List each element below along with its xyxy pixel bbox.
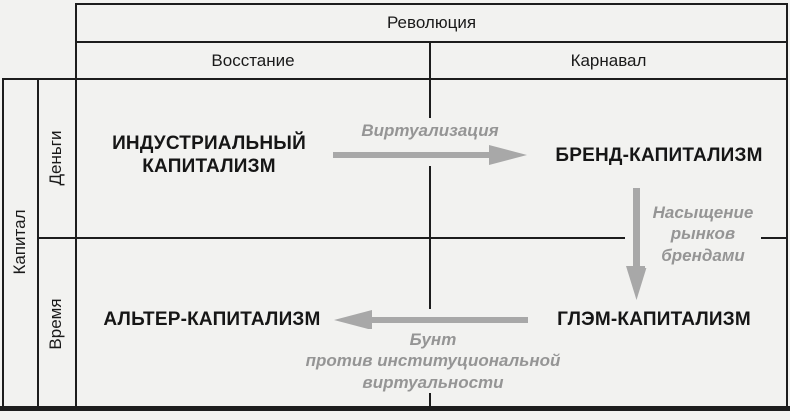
- arrow-left-icon: [332, 309, 528, 331]
- top-axis-col-right: Карнавал: [570, 50, 647, 70]
- center-vertical-divider: [429, 41, 431, 408]
- sidebar-left-border: [2, 78, 4, 408]
- left-axis-row-bottom: Время: [46, 298, 65, 350]
- header-top-border: [75, 3, 788, 5]
- header-bottom-border: [2, 78, 788, 80]
- sidebar-inner-divider: [37, 78, 39, 408]
- quadrant-brand-capitalism: БРЕНД-КАПИТАЛИЗМ: [555, 144, 763, 166]
- top-axis-col-left: Восстание: [211, 50, 295, 70]
- header-divider: [75, 41, 788, 43]
- main-left-border: [75, 3, 77, 408]
- right-border: [786, 3, 788, 408]
- quadrant-alter-capitalism: АЛЬТЕР-КАПИТАЛИЗМ: [103, 308, 321, 330]
- quadrant-industrial-capitalism: ИНДУСТРИАЛЬНЫЙ КАПИТАЛИЗМ: [112, 133, 306, 177]
- virtualization-label: Виртуализация: [339, 118, 521, 144]
- left-axis-title: Капитал: [10, 209, 29, 275]
- left-axis-row-top: Деньги: [46, 130, 65, 186]
- arrow-down-icon: [625, 188, 648, 300]
- middle-horizontal-divider: [37, 237, 788, 239]
- revolt-label: Бунт против институциональной виртуально…: [300, 329, 566, 393]
- quadrant-glam-capitalism: ГЛЭМ-КАПИТАЛИЗМ: [557, 308, 751, 330]
- saturation-label: Насыщение рынков брендами: [645, 200, 761, 268]
- arrow-right-icon: [333, 144, 527, 166]
- top-axis-title: Революция: [386, 12, 477, 32]
- bottom-border: [0, 406, 790, 411]
